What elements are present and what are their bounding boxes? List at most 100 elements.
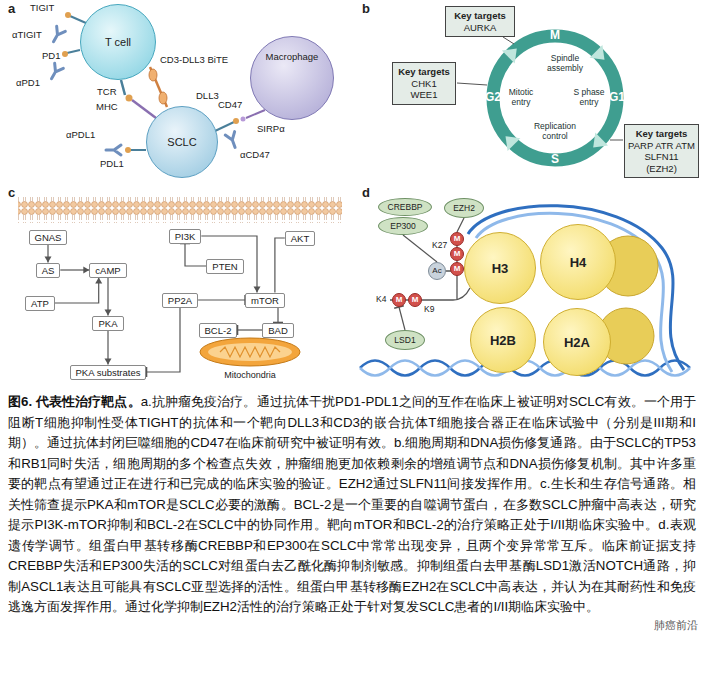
node-text: CREBBP — [388, 203, 423, 212]
metabolite-box: ATP — [25, 296, 55, 311]
connector-line — [403, 235, 437, 262]
mitochondrion — [200, 338, 300, 366]
connector — [198, 295, 245, 305]
cycle-arrowhead — [506, 136, 521, 151]
receptor-name: TCR — [97, 87, 117, 98]
connector — [457, 218, 464, 232]
antibody-name: αPDL1 — [66, 130, 95, 141]
cycle-arrowhead — [502, 49, 517, 64]
leader-line — [503, 37, 514, 44]
process-label: Spindle assembly — [542, 54, 588, 74]
receptor-knob — [233, 118, 239, 124]
connector — [394, 306, 405, 330]
protein-box: PKA — [92, 316, 123, 331]
arrowhead — [45, 257, 52, 263]
residue-label: K27 — [432, 241, 447, 251]
figure-title: 图6. 代表性治疗靶点。 — [8, 394, 141, 409]
key-targets-box: Key targetsPARP ATR ATM SLFN11 (EZH2) — [624, 124, 699, 178]
cell-cycle-ring — [493, 36, 617, 160]
arrowhead — [105, 310, 112, 316]
receptor-name: SIRPα — [257, 124, 285, 135]
connector — [403, 235, 437, 262]
sirpa-receptor — [246, 110, 265, 118]
enzyme-oval: EP300 — [378, 217, 428, 235]
phase-label: M — [550, 29, 560, 43]
residue-label: K4 — [376, 295, 386, 305]
connector-line — [399, 307, 405, 330]
node-text: PP2A — [168, 295, 192, 306]
arrowhead — [105, 359, 112, 365]
node-text: PTEN — [212, 261, 237, 272]
node-text: H3 — [492, 261, 509, 276]
figure-caption: 图6. 代表性治疗靶点。a.抗肿瘤免疫治疗。通过抗体干扰PD1-PDL1之间的互… — [8, 392, 696, 618]
connector — [60, 267, 89, 274]
methyl-mark: M — [408, 293, 422, 307]
antibody-name: αCD47 — [240, 150, 270, 161]
ligand-name: CD47 — [218, 100, 242, 111]
histone-tail — [390, 239, 470, 300]
node-text: EP300 — [390, 222, 416, 231]
mitochondrion-cristae — [220, 347, 280, 357]
phase-label: G1 — [609, 91, 625, 105]
connector-line — [147, 308, 181, 373]
connector-line — [201, 236, 257, 293]
node-text: EZH2 — [453, 204, 475, 213]
node-text: H2A — [564, 335, 590, 350]
methyl-mark: M — [450, 262, 464, 276]
node-text: M — [396, 296, 403, 304]
enzyme-oval: CREBBP — [378, 198, 432, 216]
node-text: PARP ATR ATM SLFN11 (EZH2) — [628, 140, 695, 175]
protein-box: AS — [36, 263, 61, 278]
node-text: mTOR — [251, 295, 279, 306]
protein-box: PTEN — [206, 259, 243, 274]
antibody-name: αPD1 — [16, 78, 40, 89]
connector-line — [55, 278, 99, 304]
sclc-cell-circle: SCLC — [146, 106, 218, 178]
node-text: M — [454, 235, 461, 243]
node-text: Ac — [432, 267, 441, 275]
protein-box: PP2A — [162, 293, 198, 308]
protein-box: AKT — [285, 231, 315, 246]
antibody-symbol — [49, 26, 65, 44]
connector-line — [457, 218, 464, 232]
enzyme-oval: EZH2 — [444, 198, 484, 218]
protein-box: mTOR — [245, 293, 285, 308]
connector — [180, 244, 206, 267]
node-text: cAMP — [95, 265, 120, 276]
acetyl-mark: Ac — [428, 262, 446, 280]
protein-box: BCL-2 — [199, 323, 238, 338]
antibody-symbol — [47, 63, 63, 81]
phase-label: S — [551, 153, 559, 167]
node-text: Macrophage — [266, 51, 319, 62]
node-text: ATP — [31, 298, 49, 309]
node-text: M — [454, 250, 461, 258]
phase-label: G2 — [485, 91, 501, 105]
node-text: BCL-2 — [205, 325, 232, 336]
node-text: Key targets — [398, 66, 450, 78]
tigit-receptor — [70, 16, 86, 23]
connector — [105, 331, 112, 365]
process-label: Replication control — [528, 122, 582, 142]
arrowhead — [254, 287, 261, 293]
bite-molecule — [150, 67, 167, 107]
key-targets-box: Key targetsCHK1 WEE1 — [392, 62, 456, 105]
connector — [147, 308, 181, 378]
residue-label: K9 — [424, 305, 434, 315]
receptor-name: MHC — [96, 102, 118, 113]
node-text: CHK1 WEE1 — [407, 78, 441, 101]
pd1-receptor — [67, 50, 80, 53]
connector — [275, 238, 285, 293]
histone-circle: H2B — [470, 307, 536, 373]
node-text: AKT — [291, 233, 309, 244]
methyl-mark: M — [392, 293, 406, 307]
node-text: Key targets — [454, 10, 506, 22]
histone-circle: H3 — [464, 232, 536, 304]
receptor-knob — [241, 117, 246, 122]
receptor-knob — [62, 51, 68, 57]
connector-line — [275, 238, 285, 293]
node-text: PI3K — [175, 231, 196, 242]
tcr-receptor — [121, 80, 125, 95]
cd47-ligand — [215, 122, 234, 131]
engager-name: CD3-DLL3 BiTE — [160, 55, 228, 66]
